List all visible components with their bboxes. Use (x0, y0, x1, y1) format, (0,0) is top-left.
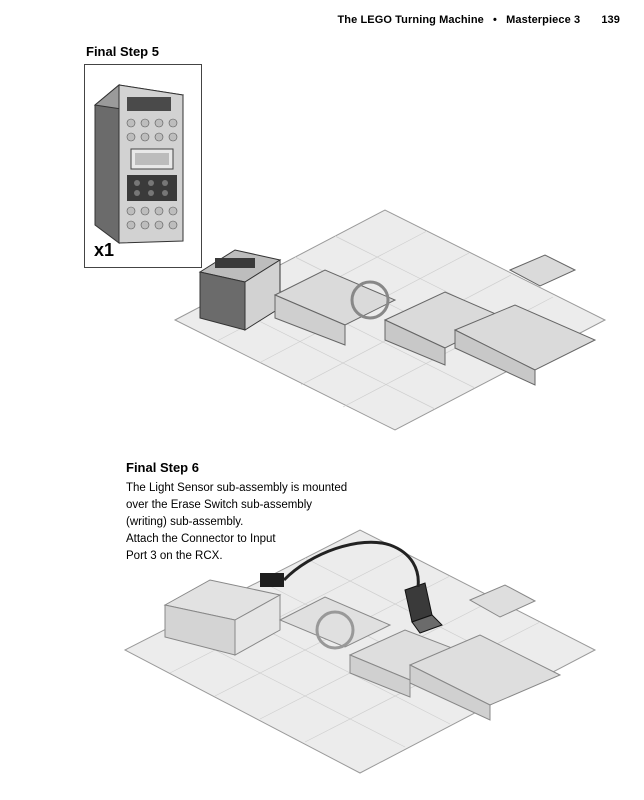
running-header: The LEGO Turning Machine • Masterpiece 3… (337, 14, 620, 26)
step5-assembly-illustration (155, 200, 615, 440)
instruction-line: The Light Sensor sub-assembly is mounted (126, 480, 386, 497)
instruction-line: over the Erase Switch sub-assembly (126, 497, 386, 514)
step5-title: Final Step 5 (86, 44, 159, 59)
page-number: 139 (601, 14, 620, 26)
book-title: The LEGO Turning Machine (337, 14, 483, 26)
step6-title: Final Step 6 (126, 460, 199, 475)
section-title: Masterpiece 3 (506, 14, 580, 26)
header-bullet: • (493, 14, 497, 26)
part-quantity: x1 (94, 240, 114, 261)
step6-assembly-illustration (120, 525, 600, 780)
